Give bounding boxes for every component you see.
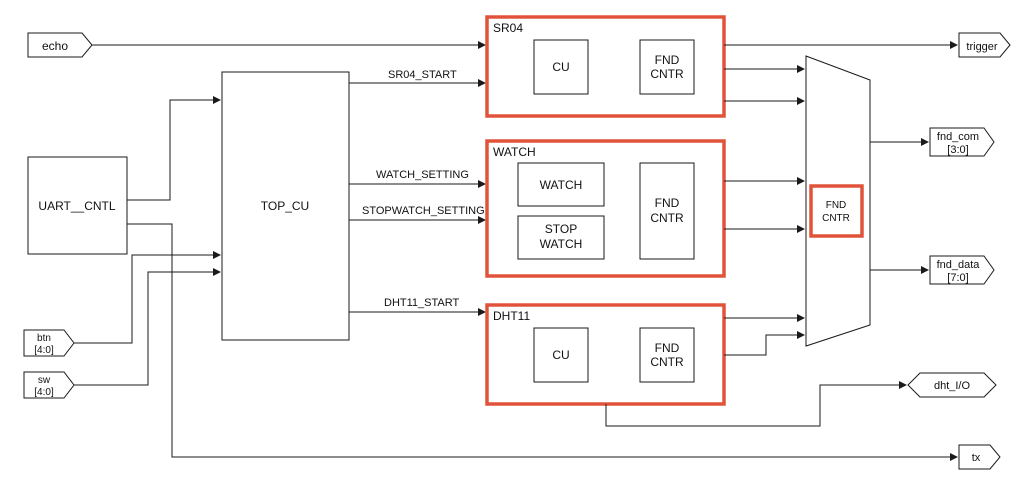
top-cu-label: TOP_CU: [261, 199, 309, 213]
sr04-cu-label: CU: [552, 60, 569, 74]
stopwatch-block: [517, 215, 605, 260]
top-cu-block: TOP_CU: [221, 71, 350, 341]
sw-wire: [74, 268, 221, 386]
watch-fnd-label: FND: [655, 196, 680, 210]
echo-label: echo: [42, 39, 68, 53]
sr04-start-label: SR04_START: [388, 69, 457, 81]
fnd-com-width-label: [3:0]: [947, 144, 968, 156]
dht11-start-label: DHT11_START: [384, 297, 459, 309]
btn-width-label: [4:0]: [34, 345, 54, 356]
watch-title: WATCH: [493, 145, 536, 159]
trigger-label: trigger: [966, 41, 998, 53]
fnd-data-port: fnd_data [7:0]: [929, 255, 995, 285]
stop-label: STOP: [545, 222, 577, 236]
dht11-cu-label: CU: [552, 348, 569, 362]
uart-cntl-label: UART__CNTL: [38, 199, 115, 213]
watch-fnd-block: [639, 162, 695, 260]
btn-label: btn: [37, 333, 51, 344]
btn-wire: [74, 251, 221, 344]
btn-port: btn [4:0]: [23, 329, 75, 357]
mux-cntr-label: CNTR: [822, 213, 850, 224]
dht11-cu-block: [533, 327, 589, 383]
uart-cntl-block: UART__CNTL: [27, 156, 128, 255]
fnd-data-label: fnd_data: [937, 259, 981, 271]
stopwatch-label: WATCH: [540, 237, 583, 251]
uart-to-topcu-wire: [127, 96, 221, 201]
dht11-mux-wire-2: [724, 331, 805, 356]
dht11-cntr-label: CNTR: [650, 355, 684, 369]
fnd-data-width-label: [7:0]: [947, 272, 968, 284]
sr04-cu-block: [533, 39, 589, 95]
watch-label: WATCH: [540, 178, 583, 192]
echo-port: echo: [27, 32, 93, 58]
dht-io-port: dht_I/O: [907, 372, 997, 398]
sw-port: sw [4:0]: [23, 371, 75, 399]
fnd-com-port: fnd_com [3:0]: [929, 127, 995, 157]
trigger-port: trigger: [958, 32, 1011, 58]
watch-cntr-label: CNTR: [650, 211, 684, 225]
sr04-title: SR04: [493, 21, 523, 35]
watch-setting-label: WATCH_SETTING: [376, 169, 469, 181]
dht11-fnd-label: FND: [655, 341, 680, 355]
dht-io-label: dht_I/O: [934, 380, 971, 392]
sr04-cntr-label: CNTR: [650, 67, 684, 81]
sw-width-label: [4:0]: [34, 387, 54, 398]
mux-fnd-label: FND: [826, 200, 847, 211]
sw-label: sw: [38, 375, 51, 386]
fnd-com-label: fnd_com: [937, 131, 979, 143]
watch-block: [517, 162, 605, 207]
stopwatch-setting-label: STOPWATCH_SETTING: [362, 205, 485, 217]
tx-wire: [127, 223, 958, 461]
sr04-fnd-block: [639, 39, 695, 95]
dht11-module: DHT11 CU FND CNTR: [485, 303, 726, 406]
sr04-fnd-label: FND: [655, 53, 680, 67]
watch-module: WATCH WATCH STOP WATCH FND CNTR: [485, 139, 726, 278]
dht-io-wire: [605, 381, 907, 427]
dht11-title: DHT11: [493, 309, 530, 323]
tx-port: tx: [958, 444, 1001, 470]
tx-label: tx: [972, 452, 981, 464]
fnd-mux: FND CNTR: [805, 55, 871, 347]
sr04-module: SR04 CU FND CNTR: [485, 15, 726, 118]
dht11-fnd-block: [639, 327, 695, 383]
